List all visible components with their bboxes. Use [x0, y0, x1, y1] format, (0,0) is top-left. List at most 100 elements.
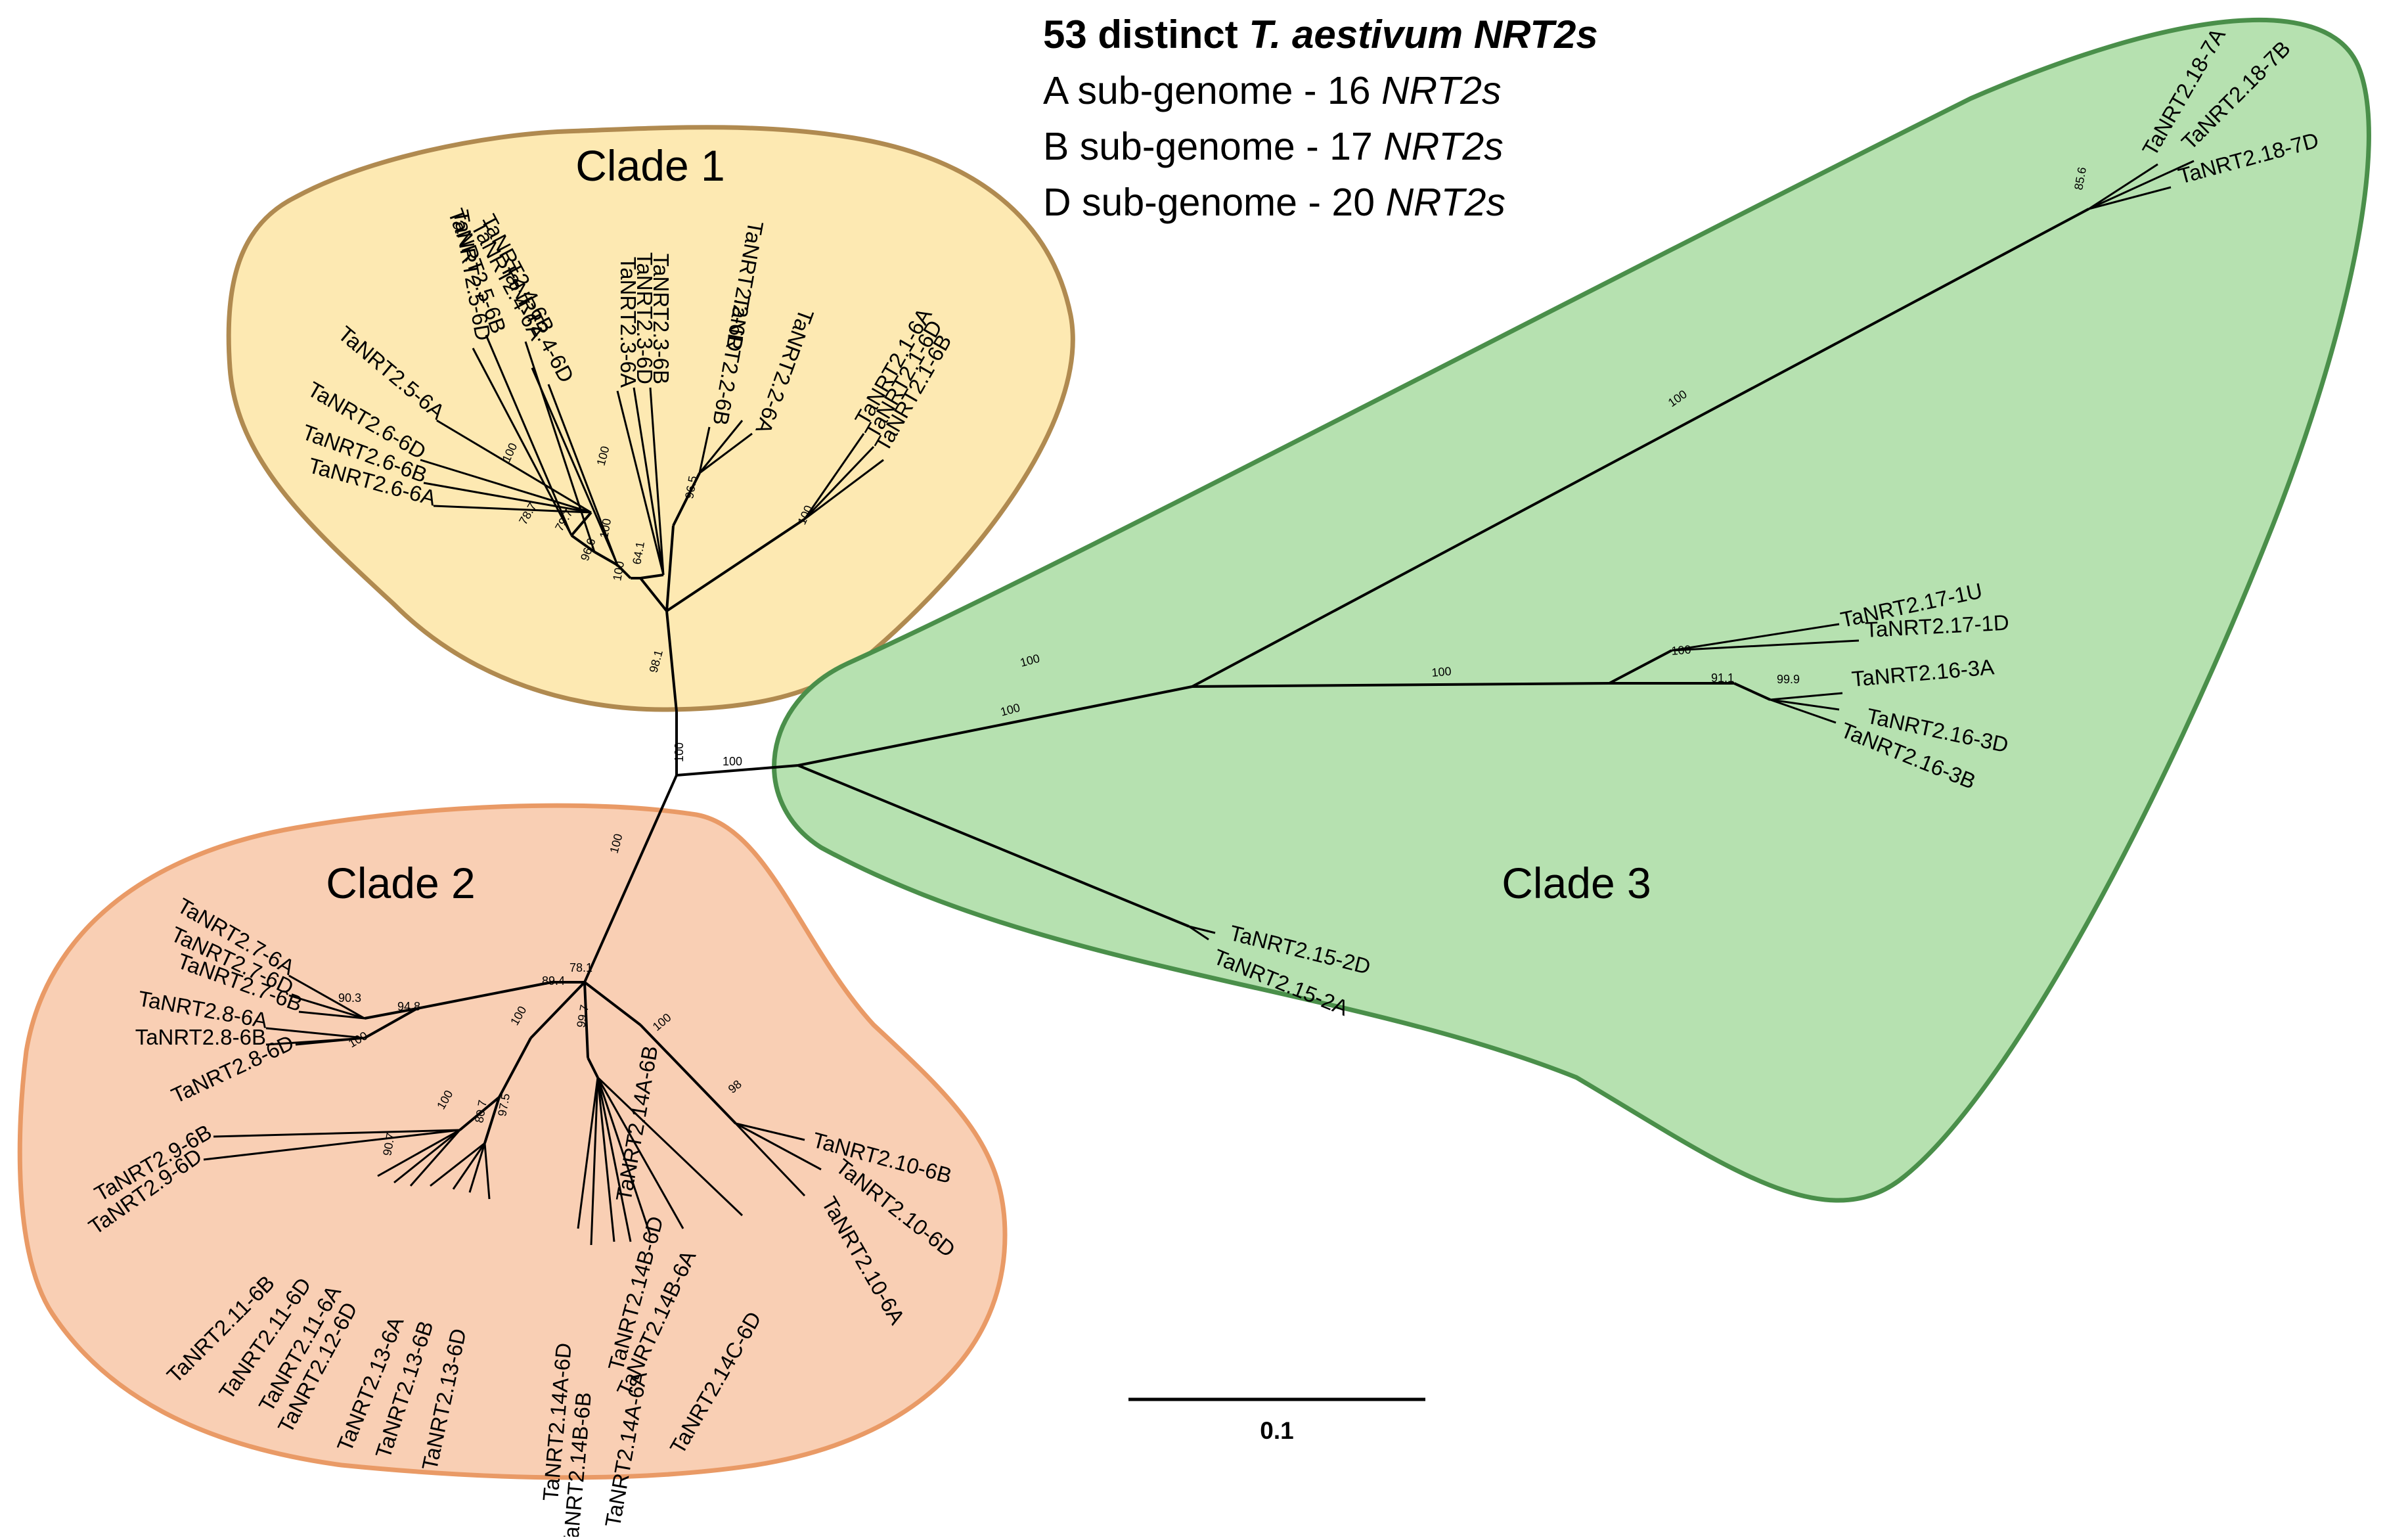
support-value: 89.4: [542, 974, 565, 987]
tree-branch: [596, 1077, 632, 1242]
tree-branch: [583, 775, 678, 983]
tree-branch: [665, 525, 675, 612]
tree-branch: [420, 459, 592, 514]
clade-1-label: Clade 1: [575, 141, 725, 190]
tree-branch: [570, 511, 592, 537]
tree-branch: [409, 1129, 461, 1187]
tree-branch: [288, 994, 365, 1020]
tree-branch: [2088, 160, 2195, 210]
tree-branch: [698, 426, 711, 474]
tree-branch: [797, 764, 1190, 928]
support-value: 94.8: [397, 1000, 420, 1013]
tree-branch: [649, 387, 665, 576]
tree-branch: [1671, 639, 1860, 652]
support-value: 100: [673, 742, 686, 762]
tree-branch: [734, 1122, 806, 1197]
tree-branch: [1192, 682, 1610, 688]
subgenome-a-count: A sub-genome - 16 NRT2s: [1043, 69, 1502, 112]
tip-label: TaNRT2.3-6D: [633, 252, 657, 384]
tree-branch: [265, 1027, 365, 1039]
tree-branch: [672, 472, 701, 526]
tree-branch: [676, 764, 799, 777]
tree-branch: [529, 981, 586, 1039]
tree-branch: [590, 1077, 599, 1246]
scale-bar-label: 0.1: [1260, 1417, 1293, 1444]
tree-branch: [1770, 692, 1843, 701]
tree-branch: [213, 1129, 460, 1138]
tree-branch: [1188, 925, 1209, 941]
tree-branch: [1770, 698, 1840, 711]
tree-branch: [803, 433, 865, 520]
clade-1-region: [226, 125, 1075, 712]
tree-branch: [1192, 208, 2089, 688]
tree-branch: [665, 610, 678, 712]
tree-branch: [639, 1024, 737, 1125]
tree-branch: [393, 1129, 460, 1184]
tree-branch: [699, 432, 753, 474]
tree-branch: [577, 1077, 599, 1229]
tree-branch: [1609, 649, 1672, 685]
subgenome-b-count: B sub-genome - 17 NRT2s: [1043, 124, 1504, 168]
tree-branch: [735, 1122, 822, 1171]
tip-label: TaNRT2.3-6B: [649, 254, 673, 384]
tree-branch: [596, 1076, 744, 1217]
tree-branch: [587, 1057, 599, 1078]
support-value: 100: [1671, 643, 1692, 658]
tree-branch: [416, 981, 552, 1010]
tree-branch: [596, 1077, 684, 1229]
support-value: 99.9: [1777, 673, 1800, 686]
tree-branch: [547, 384, 619, 566]
support-value: 100: [1431, 664, 1452, 679]
tree-branch: [640, 574, 664, 579]
tree-branch: [452, 1143, 486, 1190]
tree-branch: [1188, 925, 1216, 934]
tree-branch: [295, 1037, 365, 1046]
tree-branch: [596, 1077, 652, 1236]
tree-branch: [665, 518, 806, 612]
clade-2-label: Clade 2: [326, 859, 476, 907]
tree-branch: [472, 348, 573, 536]
clade-2-region: [17, 803, 1008, 1480]
tree-branch: [797, 685, 1193, 767]
tree-branch: [698, 420, 744, 474]
tree-branch: [570, 534, 596, 553]
tree-branch: [583, 981, 642, 1026]
tree-branch: [364, 1007, 418, 1039]
tip-label: TaNRT2.8-6B: [135, 1025, 266, 1049]
tree-branch: [594, 551, 618, 566]
tree-branch: [804, 459, 884, 520]
tree-branch: [596, 1077, 615, 1242]
tree-branch: [1671, 623, 1840, 652]
tree-branch: [436, 419, 592, 514]
tree-branch: [298, 1010, 365, 1020]
tree-branch: [2088, 163, 2158, 210]
tree-branch: [803, 445, 875, 520]
tree-branch: [633, 387, 665, 576]
tree-branch: [430, 1142, 485, 1187]
tree-branch: [458, 1096, 501, 1131]
tree-branch: [423, 482, 592, 514]
tree-branch: [468, 1143, 486, 1193]
tree-branch: [1770, 698, 1837, 724]
tree-branch: [639, 577, 668, 612]
support-value: 78.1: [569, 961, 592, 974]
support-value: 100: [723, 755, 742, 768]
tree-branch: [616, 390, 665, 576]
tree-branch: [583, 982, 589, 1058]
tree-branch: [2088, 186, 2172, 210]
tip-label: TaNRT2.3-6A: [616, 257, 640, 388]
tree-branch: [483, 1143, 491, 1200]
figure-title: 53 distinct T. aestivum NRT2s: [1043, 12, 1598, 57]
header-legend: 53 distinct T. aestivum NRT2s A sub-geno…: [1043, 13, 1766, 237]
subgenome-d-count: D sub-genome - 20 NRT2s: [1043, 180, 1505, 224]
tree-branch: [433, 505, 592, 514]
tree-branch: [524, 341, 596, 553]
tree-branch: [1733, 682, 1771, 701]
tree-branches: [203, 160, 2195, 1246]
tree-branch: [377, 1129, 460, 1177]
tree-branch: [288, 974, 365, 1020]
support-value: 91.1: [1711, 671, 1734, 685]
clade-3-region: [772, 17, 2371, 1203]
